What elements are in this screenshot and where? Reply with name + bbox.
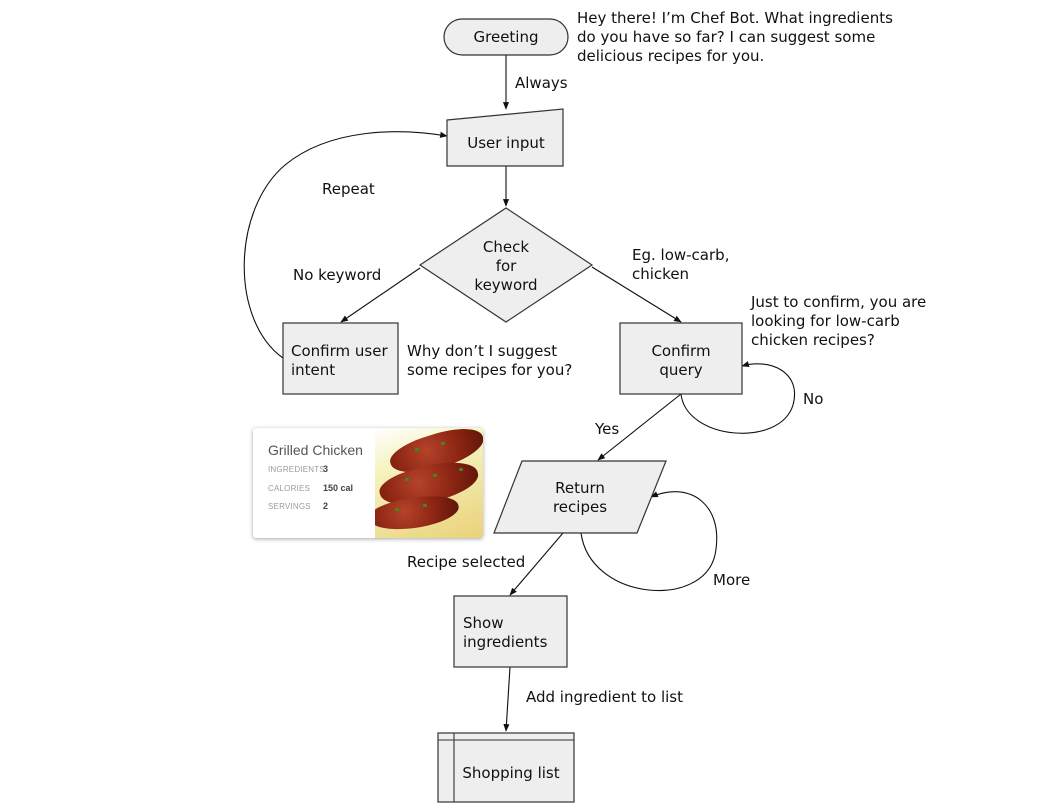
recipe-card-value-ingredients: 3 [323,464,329,474]
recipe-card-label-servings: SERVINGS [268,502,311,511]
recipe-card-info: Grilled Chicken INGREDIENTS 3 CALORIES 1… [253,428,375,538]
confirm-intent-line-2: intent [291,361,335,379]
edge-label-example-line-1: Eg. low-carb, [632,246,729,264]
edge-recipes-to-ingredients [509,532,564,596]
edge-ingredients-to-list [503,666,511,732]
check-keyword-node: Check for keyword [418,207,594,323]
edge-label-no: No [803,390,823,408]
recipe-card-title: Grilled Chicken [268,442,363,458]
edge-no-loop [680,361,796,434]
confirm-note-line-2: looking for low-carb [751,312,900,330]
recipe-card-value-calories: 150 cal [323,483,354,493]
edge-label-yes: Yes [594,420,619,438]
user-input-node: User input [446,108,564,167]
suggest-note-line-2: some recipes for you? [407,361,572,379]
edge-label-add-ingredient: Add ingredient to list [526,688,683,706]
greeting-note-line-3: delicious recipes for you. [577,47,764,65]
edge-label-more: More [713,571,750,589]
confirm-query-node: Confirm query [619,322,743,395]
show-ingredients-line-1: Show [463,614,503,632]
recipe-card-value-servings: 2 [323,501,329,511]
recipe-card-label-calories: CALORIES [268,484,311,493]
return-recipes-line-2: recipes [553,498,607,516]
edge-check-to-intent [340,267,421,323]
shopping-list-label: Shopping list [462,764,559,782]
shopping-list-node: Shopping list [437,732,575,803]
user-input-label: User input [467,134,545,152]
check-keyword-line-3: keyword [474,276,537,294]
check-keyword-line-2: for [496,257,517,275]
edge-query-to-recipes [597,393,682,461]
check-keyword-line-1: Check [483,238,529,256]
confirm-note-line-3: chicken recipes? [751,331,875,349]
recipe-card-label-ingredients: INGREDIENTS [268,465,325,474]
edge-label-repeat: Repeat [322,180,375,198]
edge-repeat-loop [243,131,448,359]
show-ingredients-node: Show ingredients [453,595,568,668]
greeting-label: Greeting [474,28,539,46]
edge-label-always: Always [515,74,568,92]
greeting-note-line-1: Hey there! I’m Chef Bot. What ingredient… [577,9,893,27]
confirm-query-line-2: query [659,361,702,379]
grilled-chicken-photo [375,428,483,538]
confirm-note-line-1: Just to confirm, you are [750,293,926,311]
return-recipes-node: Return recipes [493,460,667,534]
return-recipes-line-1: Return [555,479,605,497]
edge-check-to-query [591,266,682,323]
suggest-note-line-1: Why don’t I suggest [407,342,557,360]
edge-label-recipe-selected: Recipe selected [407,553,525,571]
recipe-card[interactable]: Grilled Chicken INGREDIENTS 3 CALORIES 1… [253,428,483,538]
greeting-note-line-2: do you have so far? I can suggest some [577,28,875,46]
show-ingredients-line-2: ingredients [463,633,548,651]
greeting-node: Greeting [443,18,569,56]
confirm-intent-node: Confirm user intent [282,322,399,395]
confirm-intent-line-1: Confirm user [291,342,388,360]
confirm-query-line-1: Confirm [651,342,710,360]
edge-more-loop [580,491,718,592]
edge-label-example-line-2: chicken [632,265,689,283]
edge-label-no-keyword: No keyword [293,266,381,284]
